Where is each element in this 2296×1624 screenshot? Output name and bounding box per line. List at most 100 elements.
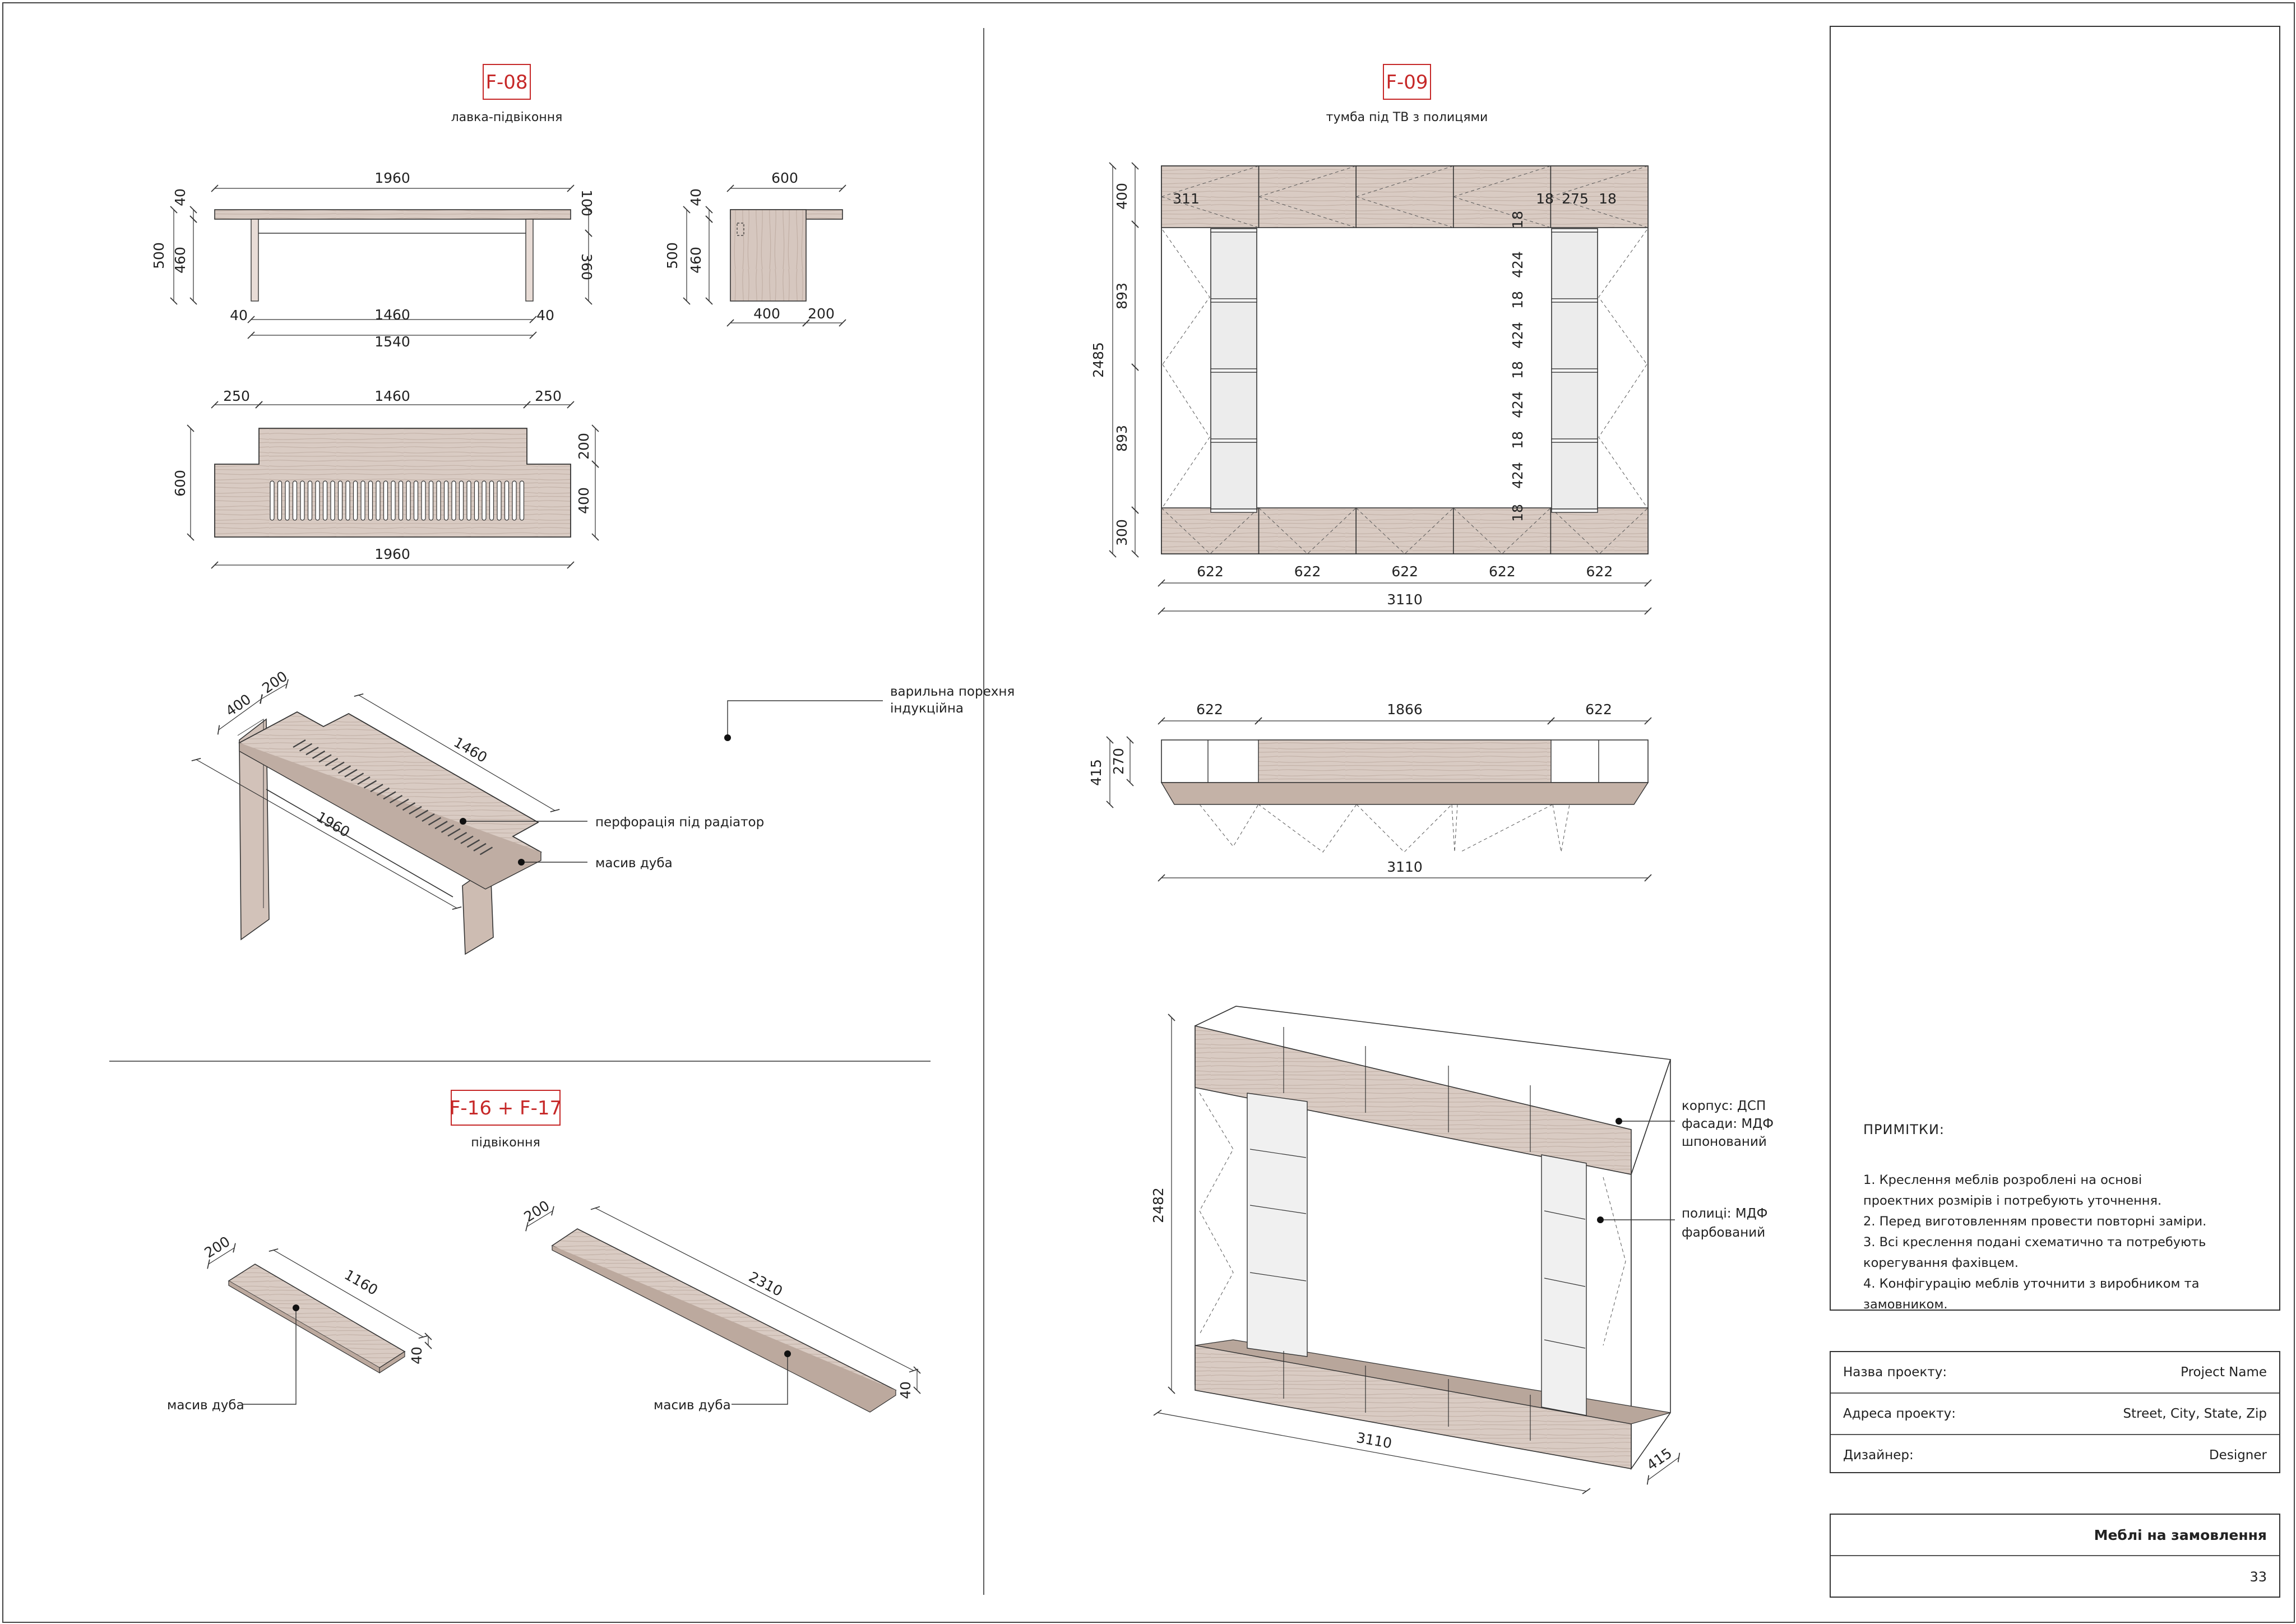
f09-dim-mid2: 893: [1114, 425, 1130, 452]
f08-plan-view: 250 1460 250 1960 600 200 400: [172, 388, 599, 569]
f09-plan-right: 622: [1585, 701, 1612, 718]
f08-plan-width: 1960: [374, 546, 410, 562]
door-hinge-mark: [1550, 165, 1649, 228]
f08-side-base: 400: [753, 306, 780, 322]
perforation-slot: [307, 480, 313, 521]
f08-plan-front: 400: [576, 487, 592, 514]
f09-callout-facade2: шпонований: [1682, 1135, 1767, 1149]
door-hinge-mark: [1550, 507, 1649, 554]
shelf-stack-dim: 18: [1510, 504, 1526, 522]
notes-line: 3. Всі креслення подані схематично та по…: [1863, 1235, 2206, 1250]
f08-plan-back: 200: [576, 433, 592, 460]
f09-dim-total: 2485: [1090, 342, 1107, 378]
notes-line: проектних розмірів і потребують уточненн…: [1863, 1193, 2162, 1208]
f09-callout-facade1: фасади: МДФ: [1682, 1117, 1774, 1131]
f09-dim-t2: 18: [1599, 191, 1617, 207]
sheet-number: 33: [2249, 1569, 2267, 1585]
perforation-slot: [353, 480, 358, 521]
f16-item1: 200 1160 40 масив дуба: [167, 1233, 432, 1413]
door-panel: [1258, 165, 1357, 228]
perforation-slot: [277, 480, 283, 521]
perforation-slot: [519, 480, 525, 521]
project-name-label: Назва проекту:: [1843, 1365, 1947, 1380]
perforation-slot: [315, 480, 320, 521]
notes-line: замовником.: [1863, 1297, 1948, 1312]
f08-header: F-08 лавка-підвіконня: [451, 64, 562, 124]
f08-front-view: 1960 40 1460 40 1540 500 40 460 100 360: [151, 170, 595, 350]
f16-item2-label: масив дуба: [654, 1398, 731, 1413]
f09-dim-t1: 18: [1536, 191, 1554, 207]
f16-code: F-16 + F-17: [450, 1097, 562, 1119]
f08-side-depth: 600: [771, 170, 798, 186]
perforation-slot: [292, 480, 298, 521]
iso-perforation-slot: [460, 835, 474, 844]
f08-dim-apron: 100: [578, 189, 595, 216]
f08-dim-span: 1460: [374, 307, 410, 323]
shelf: [1210, 298, 1257, 303]
door-hinge-mark: [1356, 165, 1453, 228]
f09-iso-width: 3110: [1355, 1429, 1394, 1452]
perforation-slot: [512, 480, 517, 521]
shelf-stack-dim: 424: [1510, 462, 1526, 489]
f16-item2: 200 2310 40 масив дуба: [521, 1197, 921, 1413]
module-dim: 622: [1294, 563, 1321, 580]
project-designer-label: Дизайнер:: [1843, 1448, 1914, 1463]
perforation-slot: [285, 480, 290, 521]
f09-iso-view: 2482 3110 415 корпус: ДСП фасади: МДФ шп…: [1150, 1006, 1774, 1495]
f16-item1-l: 1160: [341, 1266, 381, 1298]
perforation-slot: [383, 480, 388, 521]
f08-iso-b: 200: [259, 668, 290, 696]
door-hinge-mark: [1258, 507, 1357, 554]
perforation-slot: [300, 480, 305, 521]
f16-header: F-16 + F-17 підвіконня: [450, 1090, 562, 1150]
title-block: Меблі на замовлення 33: [1830, 1514, 2280, 1598]
notes-line: корегування фахівцем.: [1863, 1256, 2019, 1270]
shelf-stack-dim: 18: [1510, 291, 1526, 309]
door-panel: [1355, 165, 1454, 228]
module-dim: 622: [1391, 563, 1418, 580]
f09-plan-width: 3110: [1387, 859, 1423, 875]
f16-item1-w: 200: [202, 1233, 233, 1261]
perforation-slot: [421, 480, 426, 521]
shelf-stack-dim: 424: [1510, 251, 1526, 278]
f08-side-height: 500: [664, 242, 681, 269]
perforation-slot: [428, 480, 434, 521]
f09-code: F-09: [1386, 71, 1428, 94]
perforation-slot: [451, 480, 456, 521]
perforation-slot: [391, 480, 396, 521]
notes-line: 1. Креслення меблів розроблені на основі: [1863, 1173, 2142, 1187]
shelf-stack-dim: 18: [1510, 431, 1526, 449]
door-hinge-mark: [1453, 165, 1551, 228]
iso-perforation-slot: [299, 743, 313, 752]
f08-side-view: 600 400 200 500 40 460: [664, 170, 846, 327]
f08-code: F-08: [485, 71, 527, 94]
f08-iso-d: 1960: [313, 808, 353, 840]
perforation-slot: [482, 480, 487, 521]
f09-front-view: 2485 400 893 893 300 311 18 275 18 18424…: [1090, 162, 1652, 615]
perforation-slot: [322, 480, 328, 521]
notes-panel: ПРИМІТКИ: 1. Креслення меблів розроблені…: [1830, 26, 2280, 1312]
f09-dim-mid1: 893: [1114, 283, 1130, 309]
f16-item2-t: 40: [897, 1381, 914, 1399]
perforation-slot: [270, 480, 275, 521]
iso-perforation-slot: [293, 739, 306, 748]
shelf-stack-dim: 18: [1510, 211, 1526, 229]
module-dim: 622: [1197, 563, 1224, 580]
f08-dim-width: 1960: [374, 170, 410, 186]
f08-plan-right: 250: [535, 388, 562, 404]
project-address-label: Адреса проекту:: [1843, 1406, 1956, 1421]
f09-plan-mid: 1866: [1387, 701, 1423, 718]
shelf: [1210, 368, 1257, 373]
notes-line: 2. Перед виготовленням провести повторні…: [1863, 1214, 2207, 1229]
shelf-stack-dim: 18: [1510, 361, 1526, 379]
f08-dim-outer: 1540: [374, 334, 410, 350]
f09-iso-depth: 415: [1644, 1445, 1675, 1473]
perforation-slot: [330, 480, 335, 521]
notes-line: 4. Конфігурацію меблів уточнити з виробн…: [1863, 1276, 2200, 1291]
f09-callout-body: корпус: ДСП: [1682, 1099, 1766, 1113]
project-address-value: Street, City, State, Zip: [2123, 1406, 2267, 1421]
f09-header: F-09 тумба під ТВ з полицями: [1326, 64, 1488, 124]
door-panel: [1453, 507, 1552, 554]
